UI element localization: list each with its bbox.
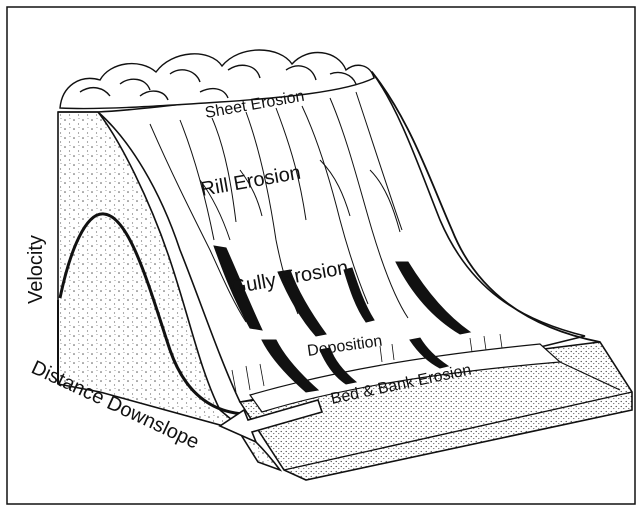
label-velocity: Velocity [25, 235, 47, 304]
